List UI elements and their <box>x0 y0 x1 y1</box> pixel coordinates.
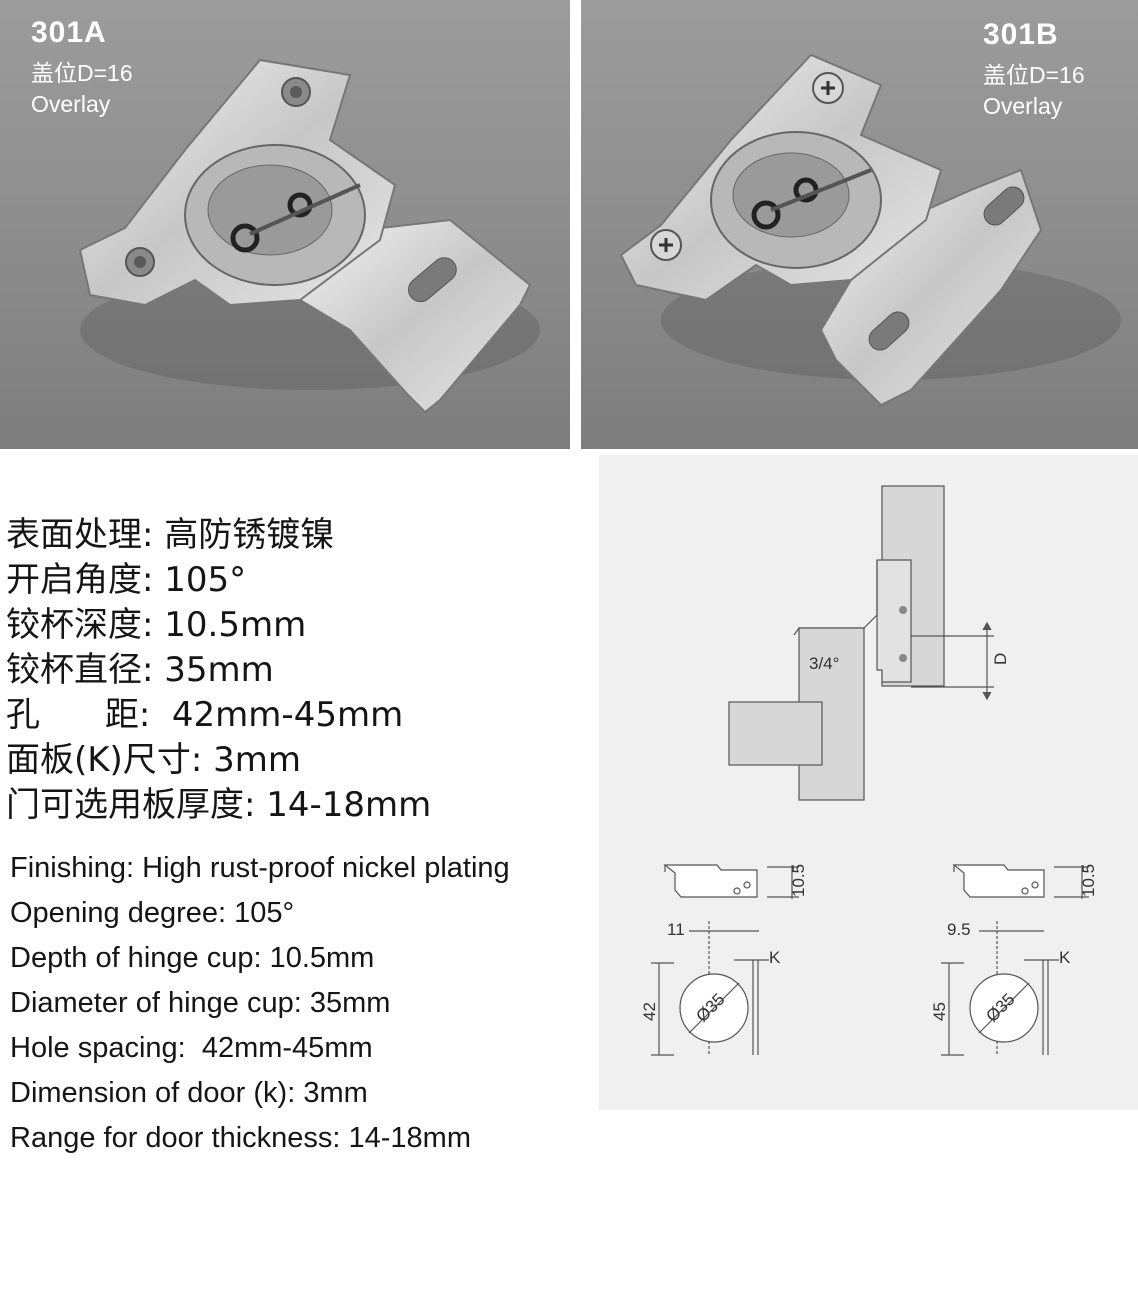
right-depth-label: 10.5 <box>1079 864 1098 897</box>
spec-en-cup-diameter: Diameter of hinge cup: 35mm <box>10 987 391 1019</box>
spec-en-door-thickness: Range for door thickness: 14-18mm <box>10 1122 471 1154</box>
spec-en-door-dimension: Dimension of door (k): 3mm <box>10 1077 368 1109</box>
overlay-info-301b: 盖位D=16 Overlay <box>983 60 1085 122</box>
overlay-info-301a: 盖位D=16 Overlay <box>31 58 133 120</box>
spec-en-finishing: Finishing: High rust-proof nickel platin… <box>10 852 510 884</box>
product-photo-301a: 301A 盖位D=16 Overlay <box>0 0 570 449</box>
overlay-cn: 盖位D=16 <box>983 62 1085 88</box>
right-offset-label: 9.5 <box>947 920 971 939</box>
overlay-en: Overlay <box>31 91 111 117</box>
technical-drawing: 3/4° D 11 10.5 42 Ø35 K <box>599 455 1138 1110</box>
hinge-301a-illustration <box>78 58 540 414</box>
spec-cn-finishing: 表面处理: 高防锈镀镍 <box>6 515 335 555</box>
spec-cn-cup-depth: 铰杯深度: 10.5mm <box>6 605 307 645</box>
cup-detail-right <box>941 864 1089 1056</box>
left-spacing-label: 42 <box>640 1002 659 1021</box>
overlay-cn: 盖位D=16 <box>31 60 133 86</box>
hinge-301b-illustration <box>619 53 1121 407</box>
spec-cn-door-dimension: 面板(K)尺寸: 3mm <box>6 740 301 780</box>
spec-cn-hole-spacing: 孔 距: 42mm-45mm <box>6 695 404 735</box>
left-k-label: K <box>769 948 781 967</box>
spec-cn-cup-diameter: 铰杯直径: 35mm <box>6 650 274 690</box>
right-k-label: K <box>1059 948 1071 967</box>
left-depth-label: 10.5 <box>789 864 808 897</box>
installation-diagram: 3/4° D 11 10.5 42 Ø35 K <box>640 485 1098 1056</box>
overlay-en: Overlay <box>983 93 1063 119</box>
right-spacing-label: 45 <box>930 1002 949 1021</box>
specs-english: Finishing: High rust-proof nickel platin… <box>10 846 510 1161</box>
spec-cn-opening-degree: 开启角度: 105° <box>6 560 247 600</box>
spec-cn-door-thickness: 门可选用板厚度: 14-18mm <box>6 785 432 825</box>
model-number-301a: 301A <box>31 16 107 49</box>
overlay-d-label: D <box>991 653 1010 665</box>
opening-angle-label: 3/4° <box>809 654 839 673</box>
spec-en-hole-spacing: Hole spacing: 42mm-45mm <box>10 1032 373 1064</box>
specs-chinese: 表面处理: 高防锈镀镍 开启角度: 105° 铰杯深度: 10.5mm 铰杯直径… <box>6 513 431 828</box>
cup-detail-left <box>651 864 799 1056</box>
left-offset-label: 11 <box>667 920 685 939</box>
spec-en-cup-depth: Depth of hinge cup: 10.5mm <box>10 942 375 974</box>
spec-en-opening-degree: Opening degree: 105° <box>10 897 295 929</box>
product-photo-301b: 301B 盖位D=16 Overlay <box>581 0 1138 449</box>
model-number-301b: 301B <box>983 18 1059 51</box>
